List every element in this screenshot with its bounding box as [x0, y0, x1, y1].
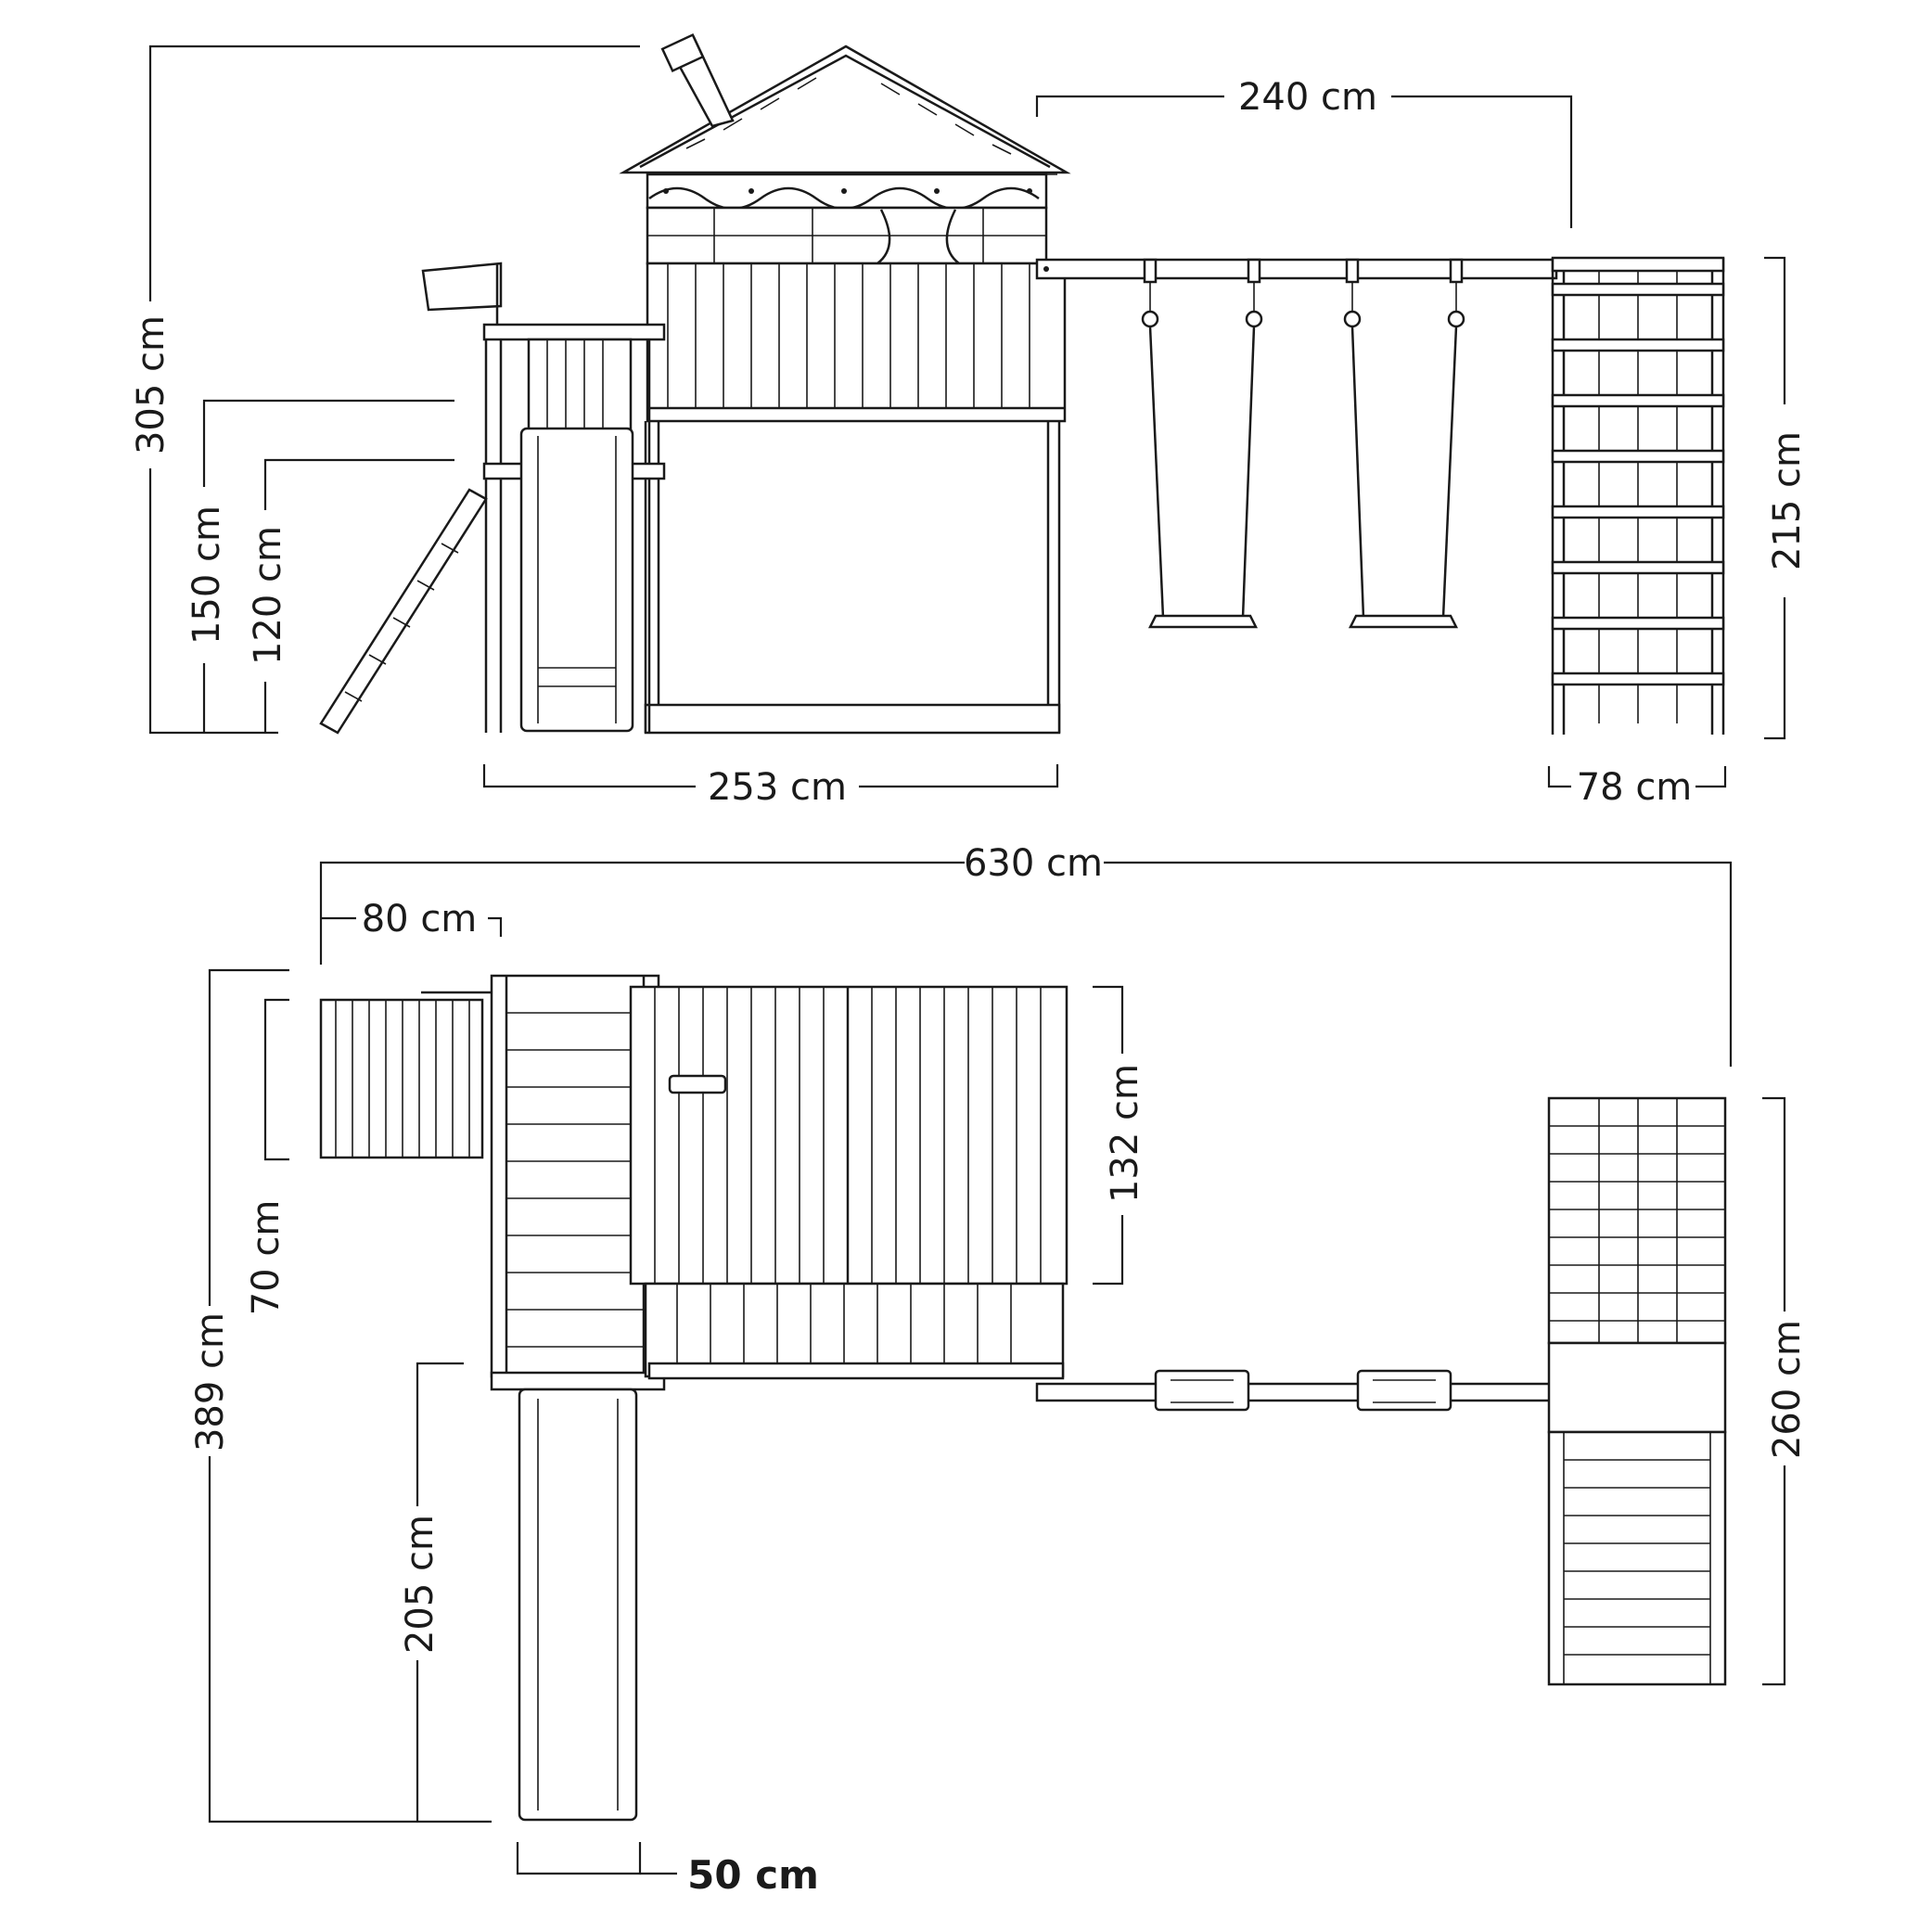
label-78: 78 cm — [1577, 766, 1693, 809]
awning — [646, 173, 1048, 211]
swing-left — [1147, 326, 1259, 629]
slide-tower — [319, 262, 666, 735]
top-swing-beam — [1035, 1369, 1558, 1412]
labels: 305 cm 150 cm 120 cm 240 cm 253 cm 215 c… — [130, 76, 1809, 1898]
top-slide — [518, 1388, 638, 1822]
label-70: 70 cm — [245, 1200, 288, 1316]
label-389: 389 cm — [189, 1312, 232, 1452]
label-50: 50 cm — [687, 1852, 819, 1898]
top-climbing-frame — [1547, 1096, 1727, 1686]
label-630: 630 cm — [964, 842, 1103, 885]
label-240: 240 cm — [1238, 76, 1377, 119]
house-upper-wall — [646, 206, 1048, 265]
top-house-floor — [644, 1282, 1065, 1380]
roof — [619, 32, 1071, 175]
front-view — [148, 32, 1786, 788]
ladder — [319, 488, 488, 735]
top-ladder — [319, 991, 492, 1159]
label-205: 205 cm — [399, 1515, 441, 1654]
top-view — [208, 861, 1786, 1875]
label-253: 253 cm — [708, 766, 847, 809]
label-120: 120 cm — [247, 526, 289, 665]
label-80: 80 cm — [362, 898, 478, 940]
top-dimensions — [208, 861, 1786, 1875]
swing-right — [1348, 326, 1459, 629]
top-house-roof — [629, 985, 1068, 1286]
label-260: 260 cm — [1766, 1320, 1809, 1459]
house-slatted-wall — [646, 262, 1067, 423]
climbing-frame — [1551, 256, 1725, 735]
label-150: 150 cm — [186, 505, 228, 645]
slide — [519, 427, 634, 733]
label-215: 215 cm — [1766, 431, 1809, 570]
swing-beam — [1035, 258, 1558, 328]
front-dimensions — [148, 45, 1786, 788]
label-132: 132 cm — [1104, 1064, 1146, 1203]
house-frame — [644, 421, 1061, 735]
label-305: 305 cm — [130, 315, 173, 454]
